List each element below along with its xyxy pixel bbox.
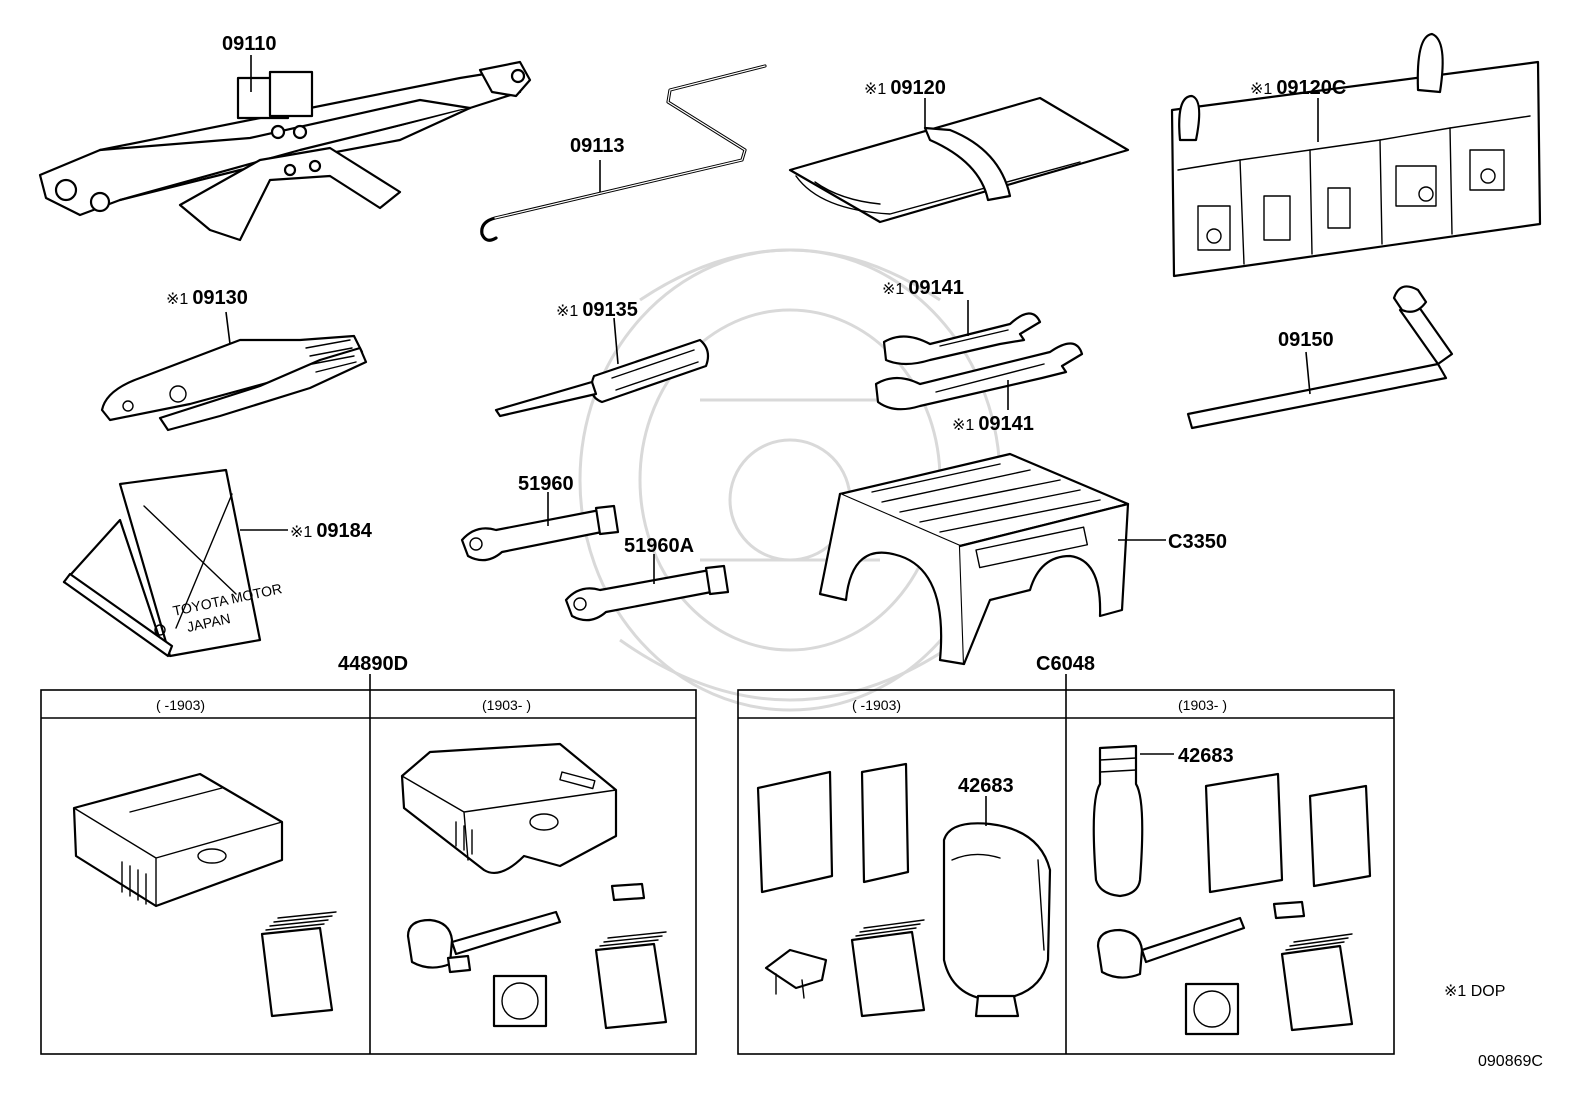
compressor-illustration: [400, 742, 618, 874]
step-stool-illustration: [818, 452, 1130, 666]
kit-44890d-box: [40, 689, 697, 1055]
sealant-pads-illustration: [850, 919, 926, 1018]
part-label-09150: 09150: [1278, 329, 1334, 351]
sealant-bottle-illustration: [942, 822, 1052, 1018]
pressure-sticker-illustration: [1184, 982, 1240, 1036]
jack-illustration: [38, 60, 532, 242]
part-label-09110: 09110: [222, 33, 277, 55]
jack-handle-illustration: [480, 64, 767, 242]
valve-tool-illustration: [764, 948, 828, 999]
sealant-pads-illustration: [594, 931, 668, 1030]
sealant-pads-illustration: [1280, 933, 1354, 1032]
warning-plate-illustration: [62, 468, 262, 658]
kit-c6048-panel-2-part-label: 42683: [1178, 745, 1234, 767]
kit-c6048-panel-1-part-label: 42683: [958, 775, 1014, 797]
screwdriver-illustration: [494, 338, 710, 418]
kit-c6048-box: [737, 689, 1395, 1055]
compressor-illustration: [72, 772, 284, 908]
sealant-bottle-illustration: [1092, 744, 1144, 898]
sealant-pads-illustration: [260, 911, 337, 1018]
hose-valve-illustration: [406, 882, 646, 974]
drawing-number: 090869C: [1478, 1053, 1543, 1070]
part-label-51960a: 51960A: [624, 535, 694, 557]
leader-line: [1305, 351, 1311, 395]
instruction-sheet-illustration: [1204, 772, 1372, 894]
leader-line: [613, 317, 619, 365]
tool-bag-illustration: [788, 96, 1130, 224]
part-label-51960: 51960: [518, 473, 574, 495]
tool-pouch-illustration: [1170, 32, 1542, 278]
kit-c6048-panel-2-header: (1903- ): [1178, 697, 1227, 713]
leader-line: [225, 311, 231, 345]
hose-valve-illustration: [1096, 900, 1306, 979]
kit-label-44890d: 44890D: [338, 653, 408, 675]
pliers-illustration: [100, 334, 368, 432]
kit-label-c6048: C6048: [1036, 653, 1095, 675]
kit-c6048-panel-1-header: ( -1903): [852, 697, 901, 713]
part-label-c3350: C3350: [1168, 531, 1227, 553]
pressure-sticker-illustration: [492, 974, 548, 1028]
tow-hook-illustration: [460, 504, 730, 622]
legend-note: ※1 DOP: [1444, 983, 1505, 1000]
lug-wrench-illustration: [1186, 285, 1454, 430]
instruction-sheet-illustration: [756, 762, 910, 894]
kit-44890d-panel-1-header: ( -1903): [156, 697, 205, 713]
part-label-09113: 09113: [570, 135, 625, 157]
wrench-illustration: [874, 312, 1084, 411]
kit-44890d-panel-2-header: (1903- ): [482, 697, 531, 713]
